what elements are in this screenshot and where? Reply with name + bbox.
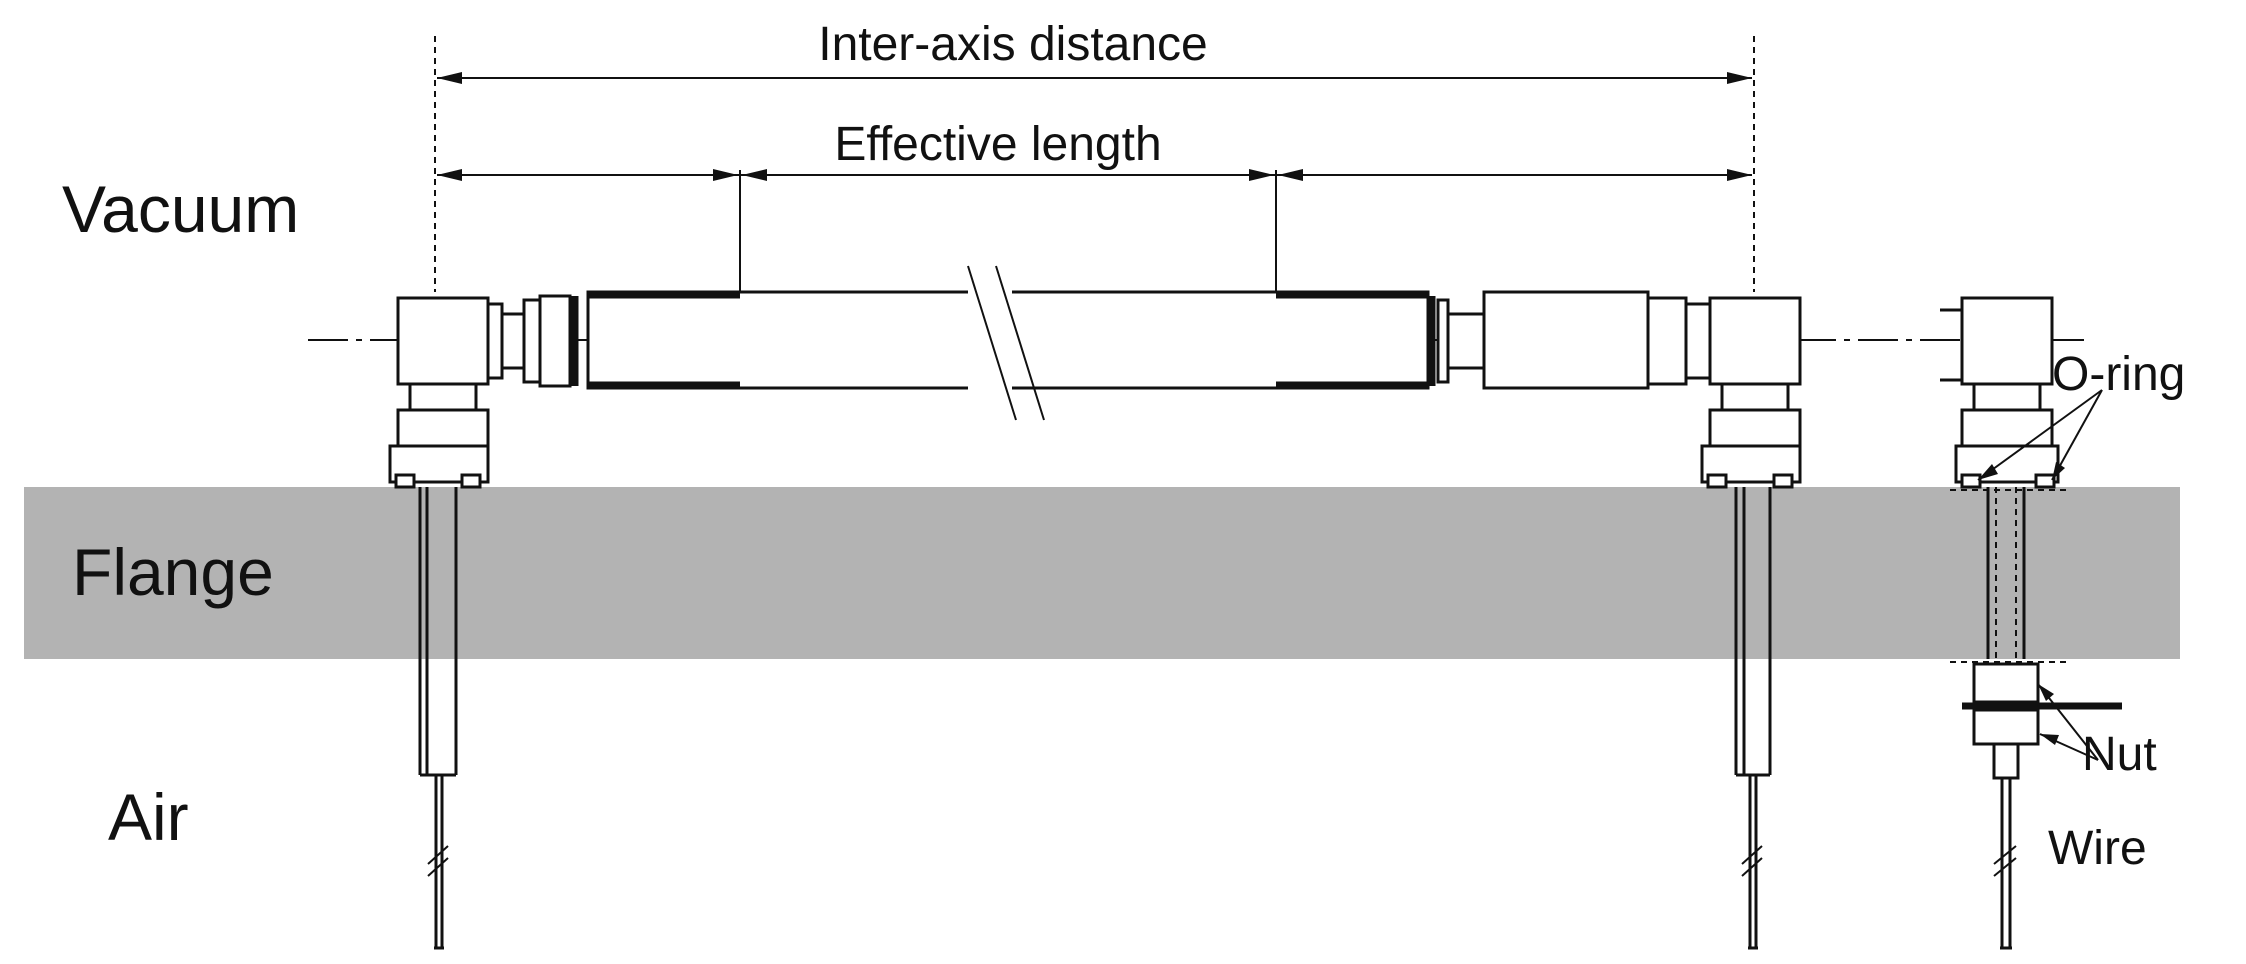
- zone-label-flange: Flange: [72, 535, 274, 609]
- o-ring-leaders: [1977, 389, 2103, 481]
- nut-leaders: [2037, 683, 2099, 761]
- left-end-cap: [388, 294, 579, 489]
- inter-axis-dimension: [437, 72, 1752, 84]
- zone-label-air: Air: [108, 780, 189, 854]
- zone-label-vacuum: Vacuum: [62, 172, 299, 246]
- right-feedthrough: [1734, 487, 1772, 950]
- flange-band: [24, 487, 2180, 659]
- wire-label: Wire: [2048, 822, 2147, 875]
- o-ring-label: O-ring: [2052, 348, 2185, 401]
- effective-length-label: Effective length: [834, 118, 1161, 171]
- effective-length-dimension: [437, 169, 1752, 181]
- left-feedthrough: [418, 487, 458, 950]
- inter-axis-label: Inter-axis distance: [818, 18, 1208, 71]
- right-end-cap: [1428, 290, 1802, 489]
- nut-label: Nut: [2082, 728, 2157, 781]
- lamp-tube: [586, 265, 1430, 421]
- side-view: [1940, 296, 2122, 950]
